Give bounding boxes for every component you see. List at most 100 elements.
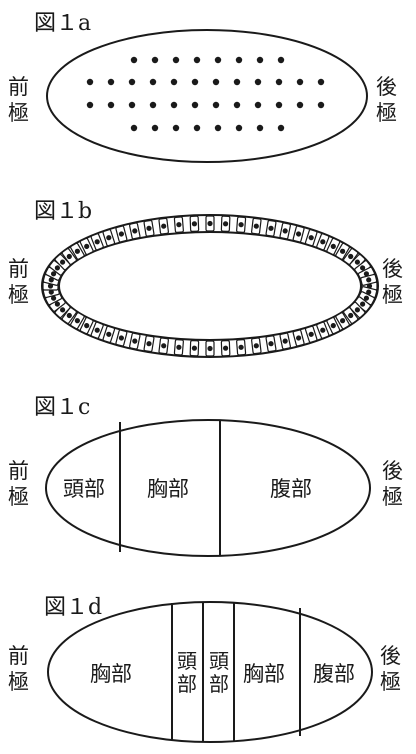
- blastoderm-cell: [189, 215, 200, 232]
- nucleus-dot: [107, 101, 115, 109]
- cell-nucleus: [282, 338, 288, 344]
- blastoderm-cell: [265, 335, 277, 353]
- cell-nucleus: [48, 277, 54, 283]
- blastoderm-cell: [316, 321, 330, 339]
- nucleus-dot: [254, 78, 262, 86]
- nucleus-dot: [149, 78, 157, 86]
- blastoderm-cell: [304, 325, 318, 343]
- panel-1a: 図１a 前 極 後 極: [8, 11, 397, 163]
- cell-nucleus: [296, 231, 302, 237]
- cell-nucleus: [320, 239, 326, 245]
- blastoderm-cell: [90, 233, 104, 251]
- cell-nucleus: [366, 289, 372, 295]
- embryo-outline-1d: [47, 601, 373, 743]
- anterior-label-1d: 前: [8, 644, 29, 668]
- cell-nucleus: [207, 345, 213, 352]
- blastoderm-cell: [173, 216, 184, 233]
- blastoderm-cell: [349, 301, 366, 319]
- anterior-label-1a-2: 極: [8, 101, 29, 125]
- nucleus-dot: [170, 78, 178, 86]
- blastoderm-cell: [316, 233, 330, 251]
- region-head-left-1d: 頭部: [177, 649, 197, 696]
- blastoderm-cell: [205, 215, 215, 232]
- nucleus-dot: [277, 56, 285, 64]
- blastoderm-cell: [70, 242, 85, 260]
- posterior-label-1b-2: 極: [382, 283, 403, 307]
- syncytial-nuclei: [86, 56, 325, 132]
- nucleus-dot: [107, 78, 115, 86]
- cell-nucleus: [340, 318, 346, 324]
- nucleus-dot: [151, 56, 159, 64]
- cell-nucleus: [268, 341, 274, 347]
- blastoderm-cell: [79, 237, 94, 255]
- cell-nucleus: [330, 323, 336, 329]
- cell-nucleus: [238, 222, 244, 228]
- cell-nucleus: [223, 221, 229, 227]
- blastoderm-cell: [326, 317, 341, 335]
- anterior-label-1b: 前: [8, 257, 29, 281]
- anterior-label-1d-2: 極: [8, 670, 29, 694]
- cell-nucleus: [268, 225, 274, 231]
- posterior-label-1c-2: 極: [382, 485, 403, 509]
- nucleus-dot: [86, 101, 94, 109]
- nucleus-dot: [235, 56, 243, 64]
- nucleus-dot: [191, 78, 199, 86]
- cell-nucleus: [94, 239, 100, 245]
- cell-nucleus: [308, 331, 314, 337]
- cell-nucleus: [354, 259, 360, 265]
- anterior-label-1c-2: 極: [8, 485, 29, 509]
- blastoderm-cell: [360, 273, 378, 286]
- cell-nucleus: [161, 223, 167, 229]
- blastoderm-cell-layer: [42, 215, 378, 357]
- cell-nucleus: [146, 341, 152, 347]
- cell-nucleus: [207, 220, 213, 227]
- blastoderm-cell: [158, 337, 169, 355]
- cell-nucleus: [84, 323, 90, 329]
- cell-nucleus: [354, 307, 360, 313]
- cell-nucleus: [106, 235, 112, 241]
- cell-nucleus: [132, 338, 138, 344]
- panel-1b: 図１b 前 極 後 極: [8, 199, 403, 358]
- blastoderm-cell: [143, 335, 155, 353]
- nucleus-dot: [214, 56, 222, 64]
- blastoderm-cell: [115, 329, 128, 347]
- nucleus-dot: [256, 124, 264, 132]
- panel-1c: 図１c 頭部 胸部 腹部 前 極 後 極: [8, 395, 403, 557]
- blastoderm-cell: [90, 321, 104, 339]
- nucleus-dot: [277, 124, 285, 132]
- cell-nucleus: [132, 228, 138, 234]
- blastoderm-cell: [61, 307, 77, 324]
- nucleus-dot: [193, 56, 201, 64]
- cell-nucleus: [348, 312, 354, 319]
- panel-1c-title: 図１c: [34, 395, 90, 420]
- blastoderm-cell: [343, 248, 359, 265]
- blastoderm-cell: [343, 307, 359, 324]
- nucleus-dot: [296, 101, 304, 109]
- nucleus-dot: [317, 78, 325, 86]
- nucleus-dot: [212, 78, 220, 86]
- cell-nucleus: [176, 222, 182, 228]
- blastoderm-cell: [357, 291, 375, 306]
- region-abdomen-1c: 腹部: [270, 477, 312, 501]
- cell-nucleus: [118, 231, 125, 237]
- nucleus-dot: [193, 124, 201, 132]
- blastoderm-cell: [129, 332, 141, 350]
- anterior-label-1b-2: 極: [8, 283, 29, 307]
- cell-nucleus: [238, 344, 244, 350]
- cell-nucleus: [308, 235, 314, 241]
- nucleus-dot: [130, 56, 138, 64]
- blastoderm-cell: [220, 340, 231, 357]
- blastoderm-cell: [205, 340, 215, 357]
- cell-nucleus: [360, 265, 366, 271]
- blastoderm-cell: [158, 217, 169, 235]
- posterior-label-1d-2: 極: [380, 670, 401, 694]
- cell-nucleus: [360, 301, 366, 307]
- nucleus-dot: [170, 101, 178, 109]
- blastoderm-cell: [115, 225, 128, 243]
- cell-nucleus: [191, 345, 197, 351]
- embryo-outline-1a: [46, 29, 368, 163]
- blastoderm-cell: [102, 229, 116, 247]
- cell-nucleus: [54, 301, 61, 307]
- region-abdomen-1d: 腹部: [313, 662, 355, 686]
